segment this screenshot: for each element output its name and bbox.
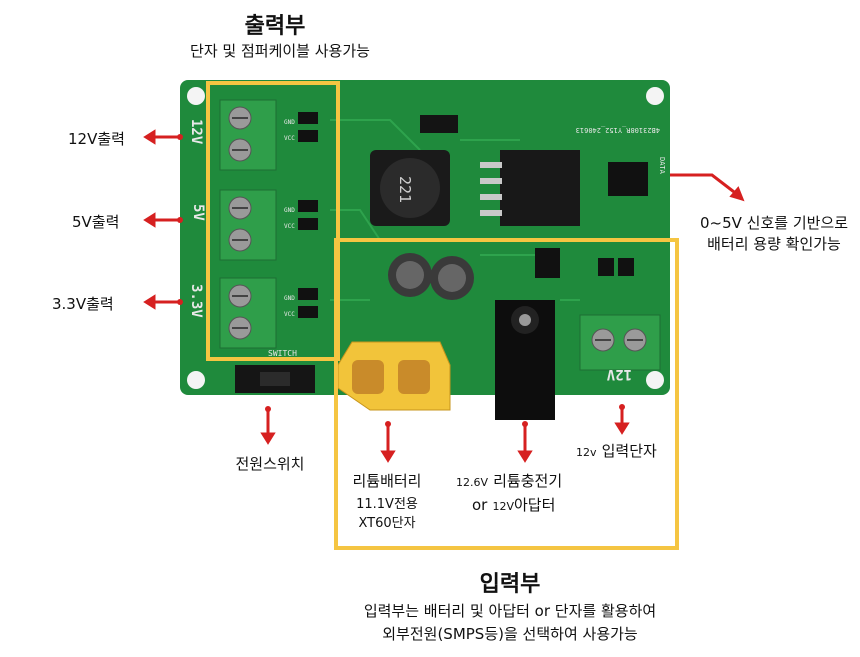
label-5v-output: 5V출력: [72, 213, 120, 231]
terminal-block-12v: [219, 99, 277, 171]
terminal-main: 입력단자: [601, 442, 657, 460]
power-switch-label: 전원스위치: [235, 455, 305, 473]
silk-gnd: GND: [284, 119, 295, 126]
pin-header: [298, 306, 318, 318]
pin-header: [298, 200, 318, 212]
power-switch-body: [235, 365, 315, 393]
charger-or: or: [472, 496, 488, 514]
svg-text:GND: GND: [284, 295, 295, 302]
svg-text:221: 221: [396, 176, 414, 203]
battery-line1: 리튬배터리: [352, 472, 422, 490]
svg-text:VCC: VCC: [284, 223, 295, 230]
pin-header: [298, 218, 318, 230]
input-title: 입력부: [479, 572, 541, 597]
terminal-block-3v3: [219, 277, 277, 349]
side-note-line1: 0~5V 신호를 기반으로: [699, 214, 849, 232]
mount-hole: [187, 371, 205, 389]
xt60-connector: [337, 341, 451, 411]
charger-small: 12V: [492, 500, 514, 513]
mount-hole: [187, 87, 205, 105]
charger-rest: 아답터: [513, 496, 556, 514]
transistor: [535, 248, 560, 278]
data-header: [608, 162, 648, 196]
adapter-label: or 12V아답터: [472, 494, 602, 515]
output-subtitle: 단자 및 점퍼케이블 사용가능: [190, 42, 370, 60]
input-terminal-block: [579, 314, 661, 371]
capacitor: [388, 253, 432, 297]
silk-5v: 5V: [190, 204, 206, 221]
silk-serial: 4B23108R_Y152_240613: [576, 126, 660, 134]
input-terminal-label: 12v 입력단자: [576, 440, 686, 461]
battery-line2: 11.1V전용: [356, 497, 418, 512]
silk-switch: SWITCH: [268, 349, 297, 358]
voltage-regulator: [480, 150, 580, 226]
inductor: 221: [370, 150, 450, 226]
output-title: 출력부: [244, 14, 306, 39]
svg-text:GND: GND: [284, 207, 295, 214]
charger-prefix: 12.6V: [456, 476, 489, 489]
pin-header: [298, 130, 318, 142]
mount-hole: [646, 371, 664, 389]
input-desc-line2: 외부전원(SMPS등)을 선택하여 사용가능: [382, 625, 638, 643]
pin-header: [298, 112, 318, 124]
side-note-line2: 배터리 용량 확인가능: [707, 235, 841, 253]
arrows: [143, 129, 745, 463]
label-12v-output: 12V출력: [68, 130, 125, 148]
charger-label: 12.6V 리튬충전기: [456, 470, 606, 491]
terminal-block-5v: [219, 189, 277, 261]
battery-line3: XT60단자: [358, 516, 416, 531]
svg-text:VCC: VCC: [284, 311, 295, 318]
silk-12v: 12V: [188, 119, 204, 145]
dc-jack: [495, 300, 555, 420]
terminal-small: 12v: [576, 446, 597, 459]
pin-header: [298, 288, 318, 300]
capacitor: [430, 256, 474, 300]
label-3v3-output: 3.3V출력: [52, 295, 114, 313]
input-highlight-box: [334, 238, 679, 550]
mount-hole: [646, 87, 664, 105]
ic-chip: [420, 115, 458, 133]
silk-3v3: 3.3V: [188, 284, 204, 318]
output-highlight-box: [206, 81, 340, 361]
charger-main: 리튬충전기: [493, 472, 563, 490]
silk-input-12v: 12V: [606, 366, 632, 382]
svg-text:DATA: DATA: [658, 157, 666, 175]
silk-vcc: VCC: [284, 135, 295, 142]
input-desc-line1: 입력부는 배터리 및 아답터 or 단자를 활용하여: [363, 602, 657, 620]
